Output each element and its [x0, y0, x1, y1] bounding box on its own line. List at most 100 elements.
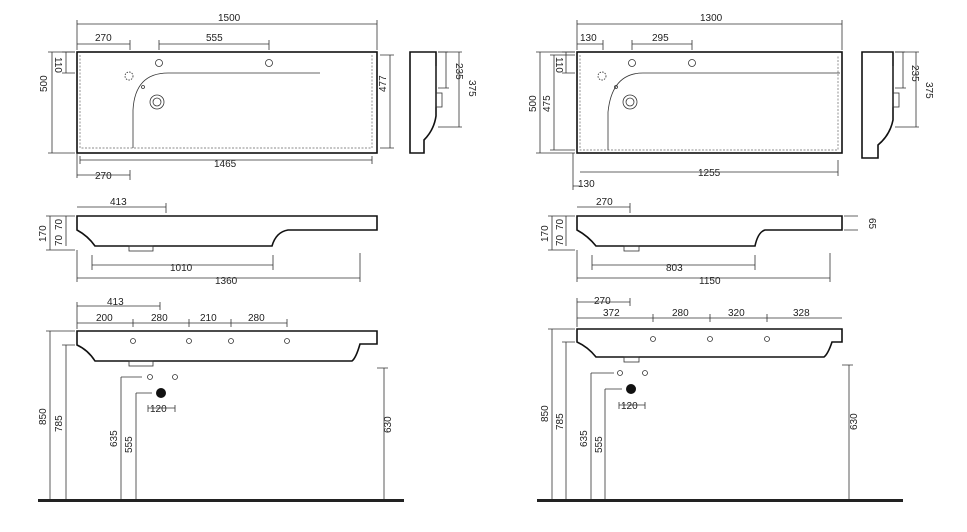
left-top-outline — [76, 51, 378, 154]
left-tap-hole-1 — [124, 71, 134, 81]
right-dim-70a: 70 — [555, 218, 566, 230]
right-dim-130b: 130 — [578, 179, 595, 190]
right-top-view: 1300 130 295 110 500 475 1255 130 — [528, 13, 843, 190]
left-waste-outlet — [156, 388, 166, 398]
right-dim-65: 65 — [866, 218, 877, 230]
right-wall-dim-280: 280 — [672, 308, 689, 319]
left-tap-hole-2 — [155, 59, 163, 67]
left-dim-375: 375 — [466, 80, 477, 97]
right-dim-295: 295 — [652, 33, 669, 44]
left-side-outline — [409, 51, 437, 154]
left-dim-477: 477 — [378, 75, 389, 92]
left-side-bracket — [435, 92, 443, 108]
left-wall-dim-210: 210 — [200, 313, 217, 324]
right-wall-basin — [576, 328, 843, 358]
left-wall-dim-413: 413 — [107, 297, 124, 308]
right-front-outline — [576, 215, 843, 247]
left-wall-tap-1 — [130, 338, 136, 344]
right-side-view: 235 375 — [861, 51, 934, 159]
right-dim-170: 170 — [540, 225, 551, 242]
left-dim-270: 270 — [95, 33, 112, 44]
right-wall-dim-328: 328 — [793, 308, 810, 319]
right-dim-270: 270 — [596, 197, 613, 208]
left-front-view: 413 170 70 70 1010 1360 — [38, 197, 378, 287]
right-wall-dim-270: 270 — [594, 296, 611, 307]
right-wall-tap-1 — [650, 336, 656, 342]
left-dim-500: 500 — [39, 75, 50, 92]
right-dim-1255: 1255 — [698, 168, 721, 179]
left-supply-right — [172, 374, 178, 380]
right-supply-left — [617, 370, 623, 376]
right-dim-1300: 1300 — [700, 13, 723, 24]
right-front-view: 270 170 70 70 65 803 1150 — [540, 197, 877, 287]
right-tap-hole-1 — [597, 71, 607, 81]
left-drain — [149, 94, 165, 110]
right-dim-70b: 70 — [555, 234, 566, 246]
right-dim-110: 110 — [553, 57, 564, 73]
left-dim-70b: 70 — [54, 234, 65, 246]
left-front-drain — [128, 245, 154, 252]
right-wall-dim-785: 785 — [555, 413, 566, 430]
left-wall-dim-280a: 280 — [151, 313, 168, 324]
right-dim-803: 803 — [666, 263, 683, 274]
right-side-bracket — [892, 92, 900, 108]
left-wall-dim-555: 555 — [124, 436, 135, 453]
right-wall-dim-120: 120 — [621, 401, 638, 412]
right-wall-dim-850: 850 — [540, 405, 551, 422]
left-wall-dim-630: 630 — [383, 416, 394, 433]
left-wall-tap-4 — [284, 338, 290, 344]
right-top-inner-dash — [579, 55, 839, 151]
right-wall-dim-555: 555 — [594, 436, 605, 453]
right-wall-view: 270 372 280 320 328 850 785 635 555 120 … — [537, 296, 903, 502]
left-tap-hole-3 — [265, 59, 273, 67]
right-dim-475: 475 — [542, 95, 553, 112]
left-drain-inner — [152, 97, 162, 107]
left-dim-170: 170 — [38, 225, 49, 242]
left-dim-555: 555 — [206, 33, 223, 44]
left-dim-1360: 1360 — [215, 276, 238, 287]
right-wall-dim-630: 630 — [849, 413, 860, 430]
left-wall-tap-2 — [186, 338, 192, 344]
right-wall-dim-372: 372 — [603, 308, 620, 319]
left-side-view: 235 375 — [409, 51, 477, 154]
right-drain-inner — [625, 97, 635, 107]
left-floor — [38, 499, 404, 502]
right-dim-500: 500 — [528, 95, 539, 112]
right-waste-outlet — [626, 384, 636, 394]
right-dim-235: 235 — [909, 65, 920, 82]
left-dim-235: 235 — [453, 63, 464, 80]
left-dim-110: 110 — [52, 57, 63, 73]
left-wall-dim-200: 200 — [96, 313, 113, 324]
left-top-basin-curve — [132, 72, 320, 148]
left-dim-270b: 270 — [95, 171, 112, 182]
right-wall-drain — [623, 356, 640, 363]
right-dim-1150: 1150 — [699, 276, 721, 287]
left-wall-drain — [128, 360, 154, 367]
left-wall-basin — [76, 330, 378, 362]
right-dim-130: 130 — [580, 33, 597, 44]
left-wall-tap-3 — [228, 338, 234, 344]
right-top-basin-curve — [607, 72, 840, 150]
right-side-outline — [861, 51, 894, 159]
left-dim-1500: 1500 — [218, 13, 241, 24]
left-dim-413: 413 — [110, 197, 127, 208]
left-dim-1465: 1465 — [214, 159, 237, 170]
left-dim-70a: 70 — [54, 218, 65, 230]
left-dim-1010: 1010 — [170, 263, 193, 274]
right-tap-hole-2 — [628, 59, 636, 67]
right-wall-dim-320: 320 — [728, 308, 745, 319]
right-wall-tap-3 — [764, 336, 770, 342]
right-top-outline — [576, 51, 843, 154]
right-overflow-dot — [614, 85, 618, 89]
right-dim-375: 375 — [923, 82, 934, 99]
right-drain — [622, 94, 638, 110]
left-supply-left — [147, 374, 153, 380]
left-wall-view: 413 200 280 210 280 850 785 635 555 120 … — [38, 297, 404, 502]
right-front-drain — [623, 245, 640, 252]
left-front-outline — [76, 215, 378, 247]
left-wall-dim-280b: 280 — [248, 313, 265, 324]
right-floor — [537, 499, 903, 502]
left-wall-dim-850: 850 — [38, 408, 49, 425]
right-wall-tap-2 — [707, 336, 713, 342]
